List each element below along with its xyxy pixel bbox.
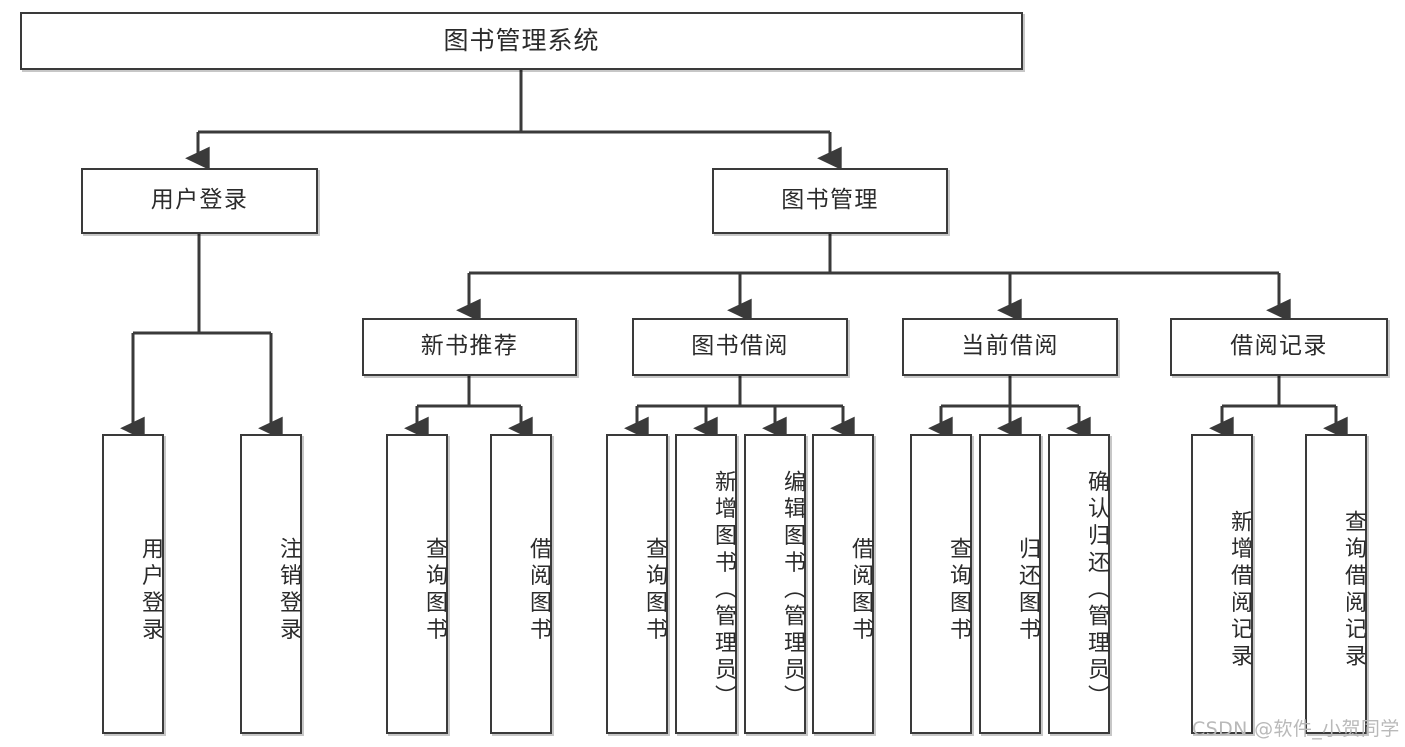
node-label: 借阅图书 bbox=[848, 537, 873, 645]
node-borrow-record[interactable]: 借阅记录 bbox=[1170, 318, 1388, 376]
node-leaf-query-book-3[interactable]: 查询图书 bbox=[910, 434, 972, 734]
node-leaf-add-borrow-record[interactable]: 新增借阅记录 bbox=[1191, 434, 1253, 734]
node-label: 图书借阅 bbox=[691, 333, 789, 360]
node-leaf-logout-login[interactable]: 注销登录 bbox=[240, 434, 302, 734]
node-label: 编辑图书（管理员） bbox=[780, 470, 805, 712]
node-label: 注销登录 bbox=[276, 537, 301, 645]
node-current-borrow[interactable]: 当前借阅 bbox=[902, 318, 1118, 376]
node-label: 借阅记录 bbox=[1230, 333, 1328, 360]
node-label: 新书推荐 bbox=[420, 333, 519, 360]
node-label: 查询图书 bbox=[422, 537, 447, 645]
node-book-management[interactable]: 图书管理 bbox=[712, 168, 948, 234]
node-book-borrow[interactable]: 图书借阅 bbox=[632, 318, 848, 376]
node-leaf-edit-book-admin[interactable]: 编辑图书（管理员） bbox=[744, 434, 806, 734]
node-leaf-return-book[interactable]: 归还图书 bbox=[979, 434, 1041, 734]
node-label: 图书管理 bbox=[781, 187, 879, 214]
node-label: 归还图书 bbox=[1015, 537, 1040, 645]
node-label: 用户登录 bbox=[138, 537, 163, 645]
node-label: 用户登录 bbox=[150, 187, 249, 214]
node-leaf-borrow-book-2[interactable]: 借阅图书 bbox=[812, 434, 874, 734]
node-leaf-confirm-return-admin[interactable]: 确认归还（管理员） bbox=[1048, 434, 1110, 734]
node-leaf-user-login[interactable]: 用户登录 bbox=[102, 434, 164, 734]
node-leaf-borrow-book-1[interactable]: 借阅图书 bbox=[490, 434, 552, 734]
node-label: 查询图书 bbox=[946, 537, 971, 645]
node-label: 查询借阅记录 bbox=[1341, 510, 1366, 672]
node-user-login[interactable]: 用户登录 bbox=[81, 168, 318, 234]
node-leaf-query-borrow-record[interactable]: 查询借阅记录 bbox=[1305, 434, 1367, 734]
node-label: 新增借阅记录 bbox=[1227, 510, 1252, 672]
node-label: 新增图书（管理员） bbox=[711, 470, 736, 712]
node-label: 确认归还（管理员） bbox=[1084, 470, 1109, 712]
node-new-book-recommend[interactable]: 新书推荐 bbox=[362, 318, 577, 376]
node-label: 借阅图书 bbox=[526, 537, 551, 645]
node-leaf-query-book-2[interactable]: 查询图书 bbox=[606, 434, 668, 734]
node-book-management-system[interactable]: 图书管理系统 bbox=[20, 12, 1023, 70]
watermark-text: CSDN @软件_小贺同学 bbox=[1192, 718, 1400, 740]
node-label: 当前借阅 bbox=[961, 333, 1059, 360]
node-label: 查询图书 bbox=[642, 537, 667, 645]
node-leaf-add-book-admin[interactable]: 新增图书（管理员） bbox=[675, 434, 737, 734]
node-leaf-query-book-1[interactable]: 查询图书 bbox=[386, 434, 448, 734]
node-label: 图书管理系统 bbox=[443, 26, 600, 56]
